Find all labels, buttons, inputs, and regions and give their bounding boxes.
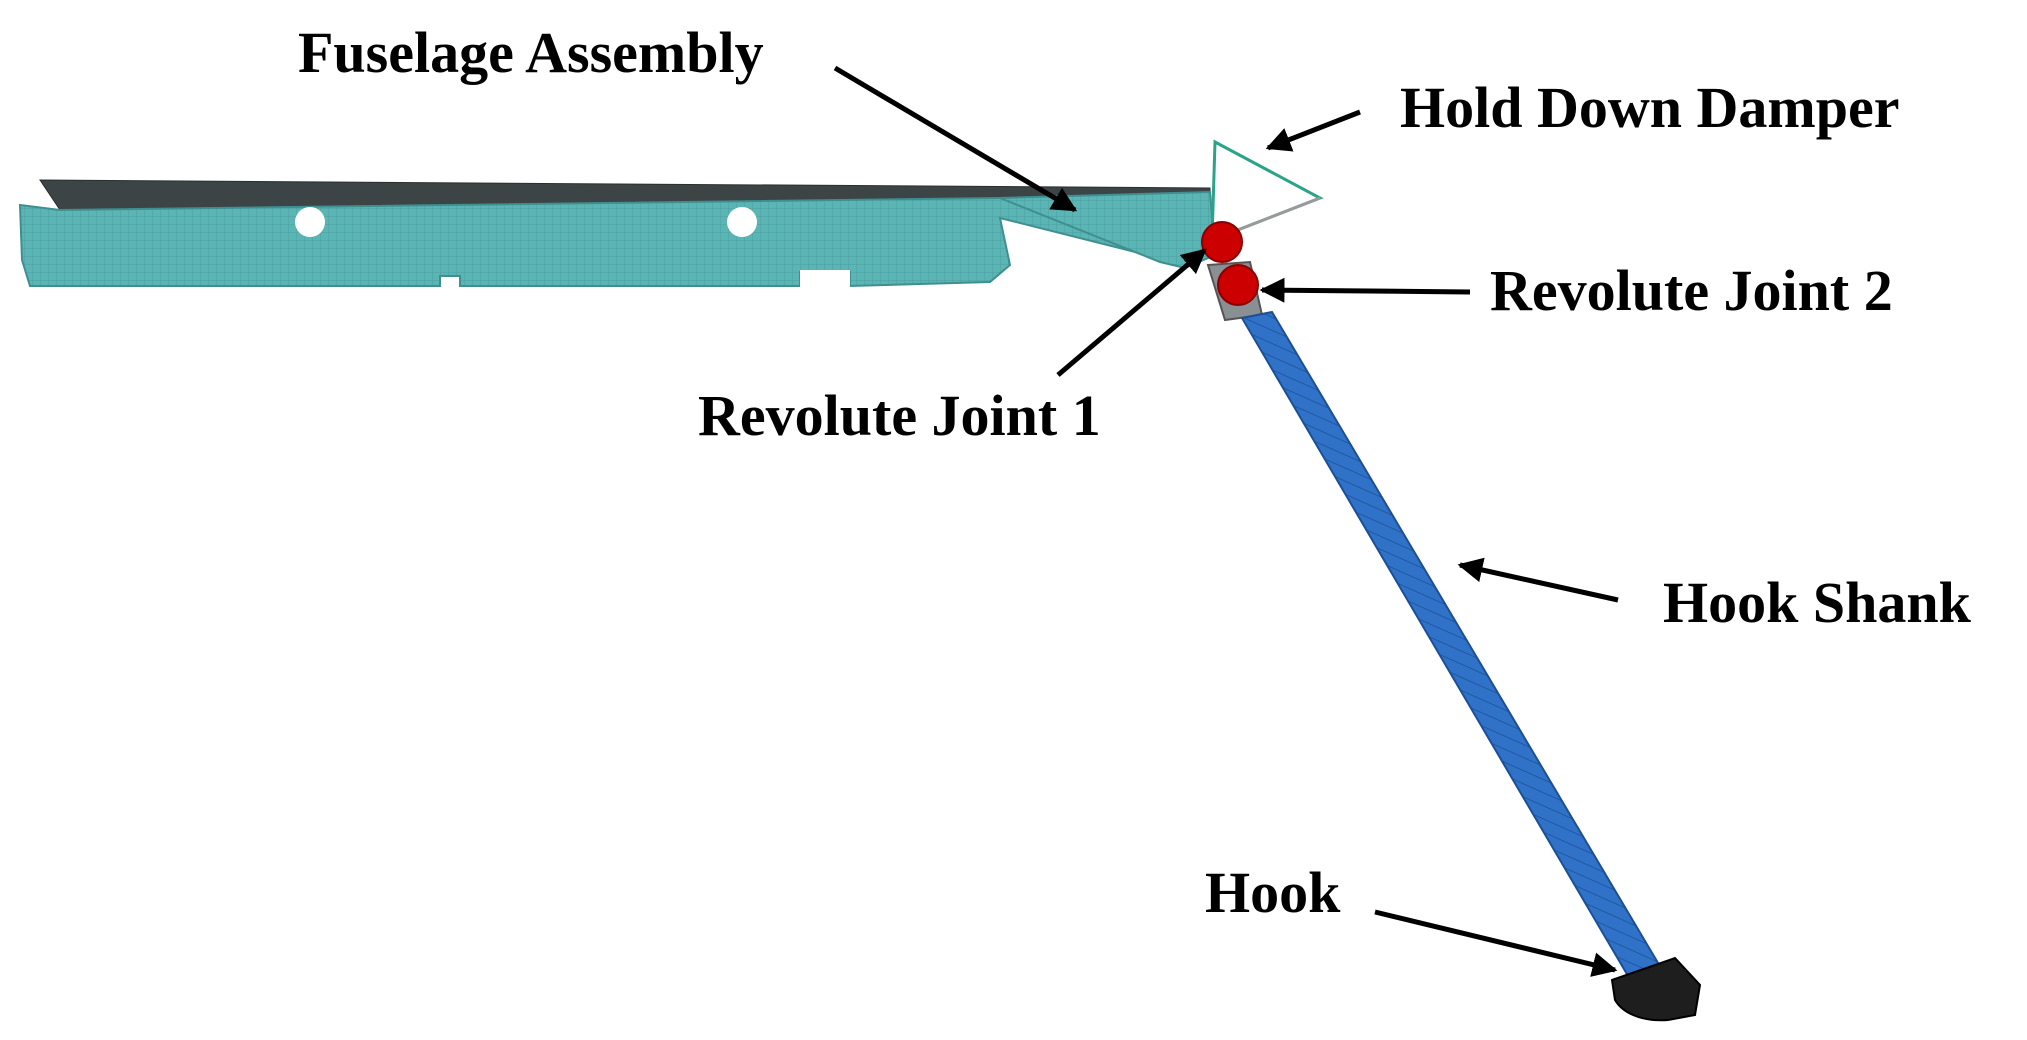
fuselage-cutout-right <box>727 207 757 237</box>
label-revolute-joint-2: Revolute Joint 2 <box>1490 258 1893 323</box>
label-hook-shank: Hook Shank <box>1663 570 1972 635</box>
hook-head <box>1610 956 1702 1022</box>
revolute-joint-2 <box>1217 264 1259 306</box>
arrow-revolute-joint-1 <box>1056 248 1207 377</box>
label-fuselage-assembly: Fuselage Assembly <box>298 20 764 85</box>
arrow-hold-down-damper <box>1265 109 1361 152</box>
fuselage-notch <box>800 270 850 288</box>
fuselage-cutout-left <box>295 207 325 237</box>
fuselage-assembly <box>18 179 1217 288</box>
arrow-hook <box>1374 909 1618 977</box>
revolute-joint-1 <box>1201 221 1243 263</box>
arrow-hook-shank <box>1457 557 1619 603</box>
label-hold-down-damper: Hold Down Damper <box>1400 75 1899 140</box>
arrow-revolute-joint-2 <box>1259 277 1471 303</box>
label-hook: Hook <box>1205 860 1341 925</box>
arrow-fuselage-assembly <box>833 65 1078 213</box>
label-revolute-joint-1: Revolute Joint 1 <box>698 383 1101 448</box>
fuselage-forward-taper <box>999 190 1217 270</box>
